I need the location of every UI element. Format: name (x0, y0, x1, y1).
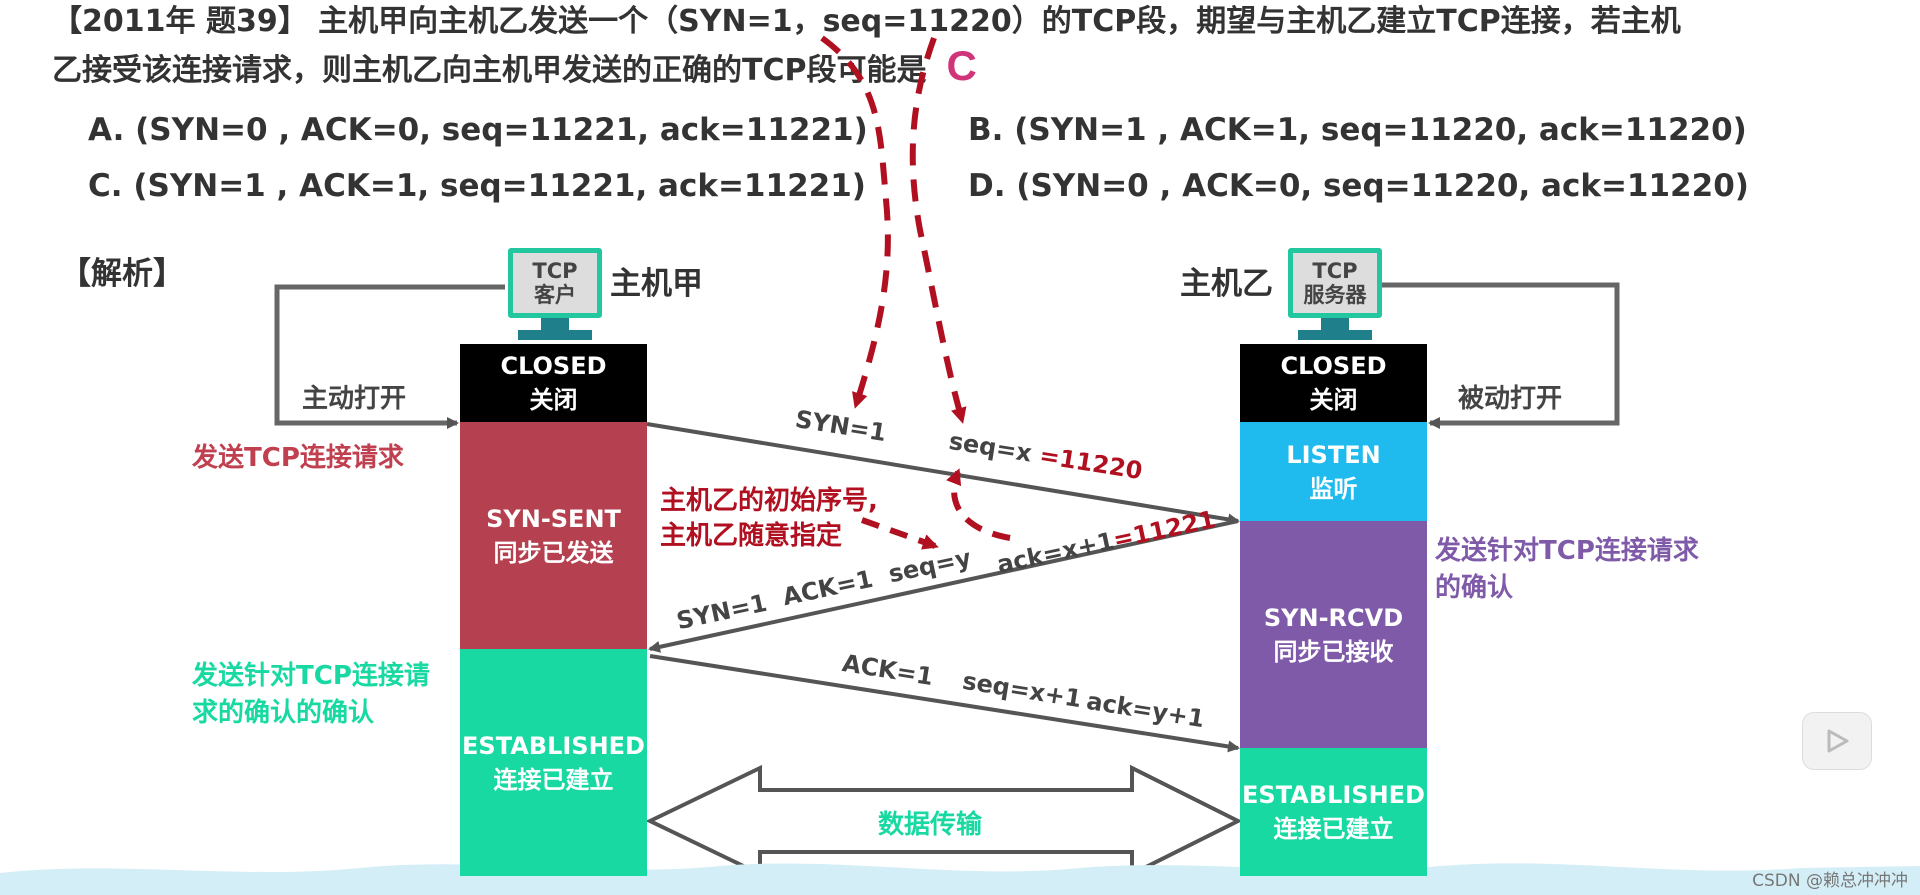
client-state-established: ESTABLISHED 连接已建立 (460, 649, 647, 876)
option-a: A. (SYN=0 , ACK=0, seq=11221, ack=11221) (88, 112, 868, 148)
server-state-listen-zh: 监听 (1309, 474, 1358, 503)
pointer-arrow-seq (909, 36, 967, 424)
server-state-established: ESTABLISHED 连接已建立 (1240, 748, 1427, 876)
annotation-send-ack-line2: 的确认 (1435, 573, 1514, 603)
annotation-initial-seq-line2: 主机乙随意指定 (660, 521, 843, 551)
server-monitor-neck (1321, 318, 1349, 330)
active-open-loop (274, 284, 505, 429)
client-monitor-line1: TCP (532, 259, 578, 283)
annotation-send-request: 发送TCP连接请求 (192, 443, 404, 473)
client-state-closed: CLOSED 关闭 (460, 344, 647, 422)
watermark: CSDN @赖总冲冲冲 (1752, 871, 1908, 891)
pointer-arrow-syn (820, 35, 891, 409)
option-c: C. (SYN=1 , ACK=1, seq=11221, ack=11221) (88, 168, 866, 204)
annotation-initial-seq-line1: 主机乙的初始序号, (660, 486, 878, 516)
passive-open-label: 被动打开 (1458, 384, 1563, 414)
ack-arrow (649, 654, 1240, 753)
client-state-closed-en: CLOSED (500, 352, 607, 380)
option-b: B. (SYN=1 , ACK=1, seq=11220, ack=11220) (968, 112, 1747, 148)
client-state-syn-sent-en: SYN-SENT (486, 504, 621, 533)
analysis-label: 【解析】 (60, 256, 184, 292)
server-state-listen: LISTEN 监听 (1240, 422, 1427, 521)
question-line-2-text: 乙接受该连接请求，则主机乙向主机甲发送的正确的TCP段可能是 (52, 53, 927, 88)
client-state-established-zh: 连接已建立 (493, 765, 614, 794)
pointer-arrow-initial-seq (860, 517, 939, 550)
question-line-2: 乙接受该连接请求，则主机乙向主机甲发送的正确的TCP段可能是 C (52, 44, 1852, 93)
server-state-established-en: ESTABLISHED (1242, 781, 1425, 809)
passive-open-loop (1380, 282, 1620, 429)
client-monitor-base (518, 330, 592, 340)
data-transfer-arrow (645, 764, 1243, 878)
server-state-closed-zh: 关闭 (1309, 386, 1358, 414)
syn-arrow (646, 422, 1240, 526)
question-line-1: 【2011年 题39】 主机甲向主机乙发送一个（SYN=1，seq=11220）… (52, 4, 1681, 39)
annotation-ack-of-ack-line2: 求的确认的确认 (192, 698, 375, 728)
client-monitor-line2: 客户 (534, 283, 576, 307)
annotation-ack-of-ack-line1: 发送针对TCP连接请 (192, 661, 430, 691)
play-icon (1827, 729, 1849, 753)
server-state-listen-en: LISTEN (1286, 440, 1381, 469)
server-state-syn-rcvd-en: SYN-RCVD (1263, 603, 1404, 632)
client-state-closed-zh: 关闭 (529, 386, 578, 414)
server-monitor-icon: TCP 服务器 (1288, 248, 1382, 318)
server-monitor-base (1298, 330, 1372, 340)
video-play-button[interactable] (1802, 712, 1872, 770)
active-open-label: 主动打开 (302, 384, 407, 414)
client-state-syn-sent: SYN-SENT 同步已发送 (460, 422, 647, 649)
server-state-closed: CLOSED 关闭 (1240, 344, 1427, 422)
client-host-name: 主机甲 (610, 266, 703, 302)
bottom-wave (0, 863, 1920, 895)
server-state-closed-en: CLOSED (1280, 352, 1387, 380)
server-state-established-zh: 连接已建立 (1273, 815, 1394, 843)
server-state-syn-rcvd-zh: 同步已接收 (1273, 637, 1394, 666)
pointer-arrow-ack (946, 468, 1011, 541)
server-host-name: 主机乙 (1180, 266, 1273, 302)
client-state-syn-sent-zh: 同步已发送 (493, 538, 614, 567)
synack-arrow (648, 519, 1239, 653)
client-state-established-en: ESTABLISHED (462, 731, 645, 760)
data-transfer-label: 数据传输 (878, 810, 983, 840)
option-d: D. (SYN=0 , ACK=0, seq=11220, ack=11220) (968, 168, 1749, 204)
client-monitor-neck (541, 318, 569, 330)
annotation-send-ack-line1: 发送针对TCP连接请求 (1435, 536, 1699, 566)
server-state-syn-rcvd: SYN-RCVD 同步已接收 (1240, 521, 1427, 748)
server-monitor-line1: TCP (1312, 259, 1358, 283)
server-monitor-line2: 服务器 (1303, 283, 1367, 307)
answer-mark: C (946, 42, 977, 89)
client-monitor-icon: TCP 客户 (508, 248, 602, 318)
